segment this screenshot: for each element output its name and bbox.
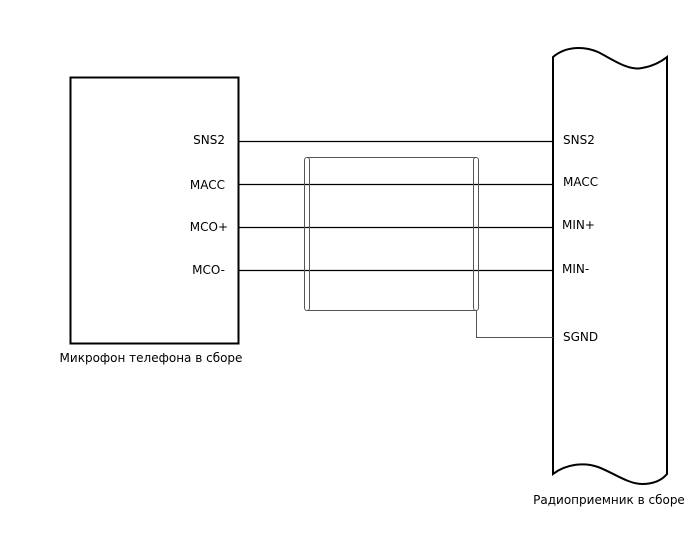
radio-receiver-caption: Радиоприемник в сборе [533,493,685,507]
left-pin-label-sns2: SNS2 [193,133,225,147]
right-pin-label-min-minus: MIN- [562,262,589,276]
wire-sgnd-drain [476,310,553,338]
right-pin-label-sgnd: SGND [563,330,598,344]
cable-shield [304,157,479,311]
right-pin-label-min-plus: MIN+ [562,218,595,232]
left-pin-label-macc: MACC [190,178,225,192]
microphone-caption: Микрофон телефона в сборе [60,351,243,365]
right-pin-label-sns2: SNS2 [563,133,595,147]
microphone-box [69,76,240,345]
right-pin-label-macc: MACC [563,175,598,189]
left-pin-label-mco-plus: MCO+ [190,220,228,234]
left-pin-label-mco-minus: MCO- [192,263,225,277]
radio-receiver-body [552,47,668,486]
